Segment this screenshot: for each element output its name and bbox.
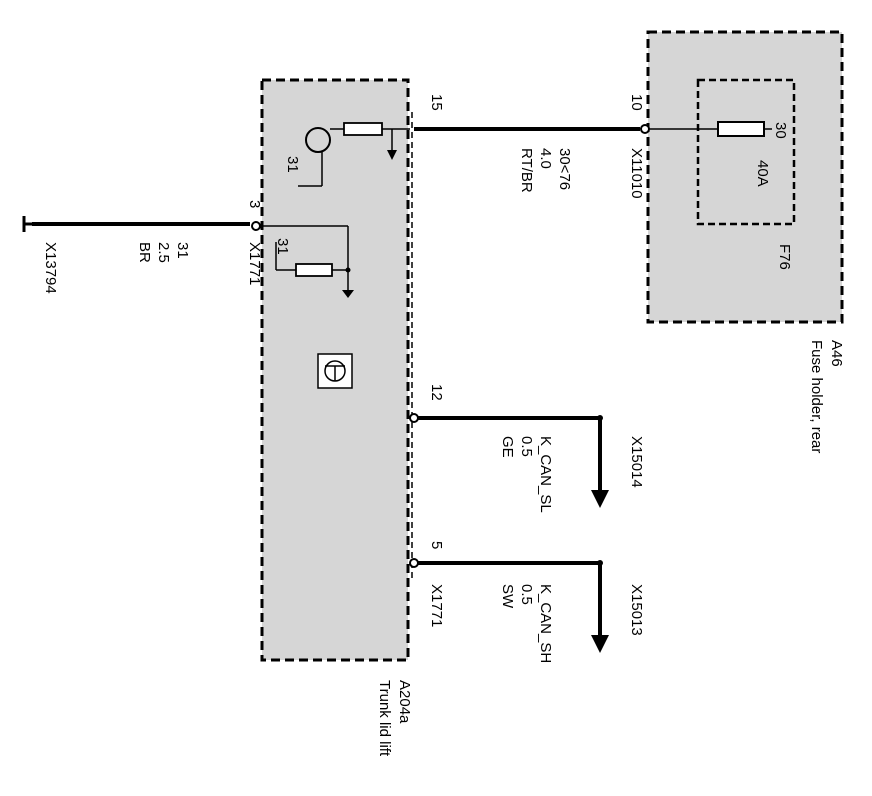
- power-size-label: 4.0: [537, 148, 554, 169]
- fuse-holder-name-label: Fuse holder, rear: [808, 340, 825, 453]
- pin-10-label: 10: [628, 94, 645, 111]
- internal-ground-31-a: 31: [284, 156, 301, 173]
- fuse-rating-label: 40A: [754, 160, 771, 187]
- connector-x1771-pin3[interactable]: [251, 221, 261, 231]
- ground-signal-label: 31: [174, 242, 191, 259]
- can-high-arrow: [591, 635, 609, 653]
- can-low-size-label: 0.5: [518, 436, 535, 457]
- trunk-module-code-label: A204a: [396, 680, 413, 724]
- can-high-signal-label: K_CAN_SH: [537, 584, 554, 663]
- internal-resistor-1: [343, 122, 383, 136]
- pin-3-label: 3: [246, 200, 263, 208]
- transistor-symbol: [305, 127, 331, 153]
- fuse-f76-box[interactable]: [696, 78, 796, 226]
- can-low-signal-label: K_CAN_SL: [537, 436, 554, 513]
- can-high-size-label: 0.5: [518, 584, 535, 605]
- connector-x1771-top-label: X1771: [246, 242, 263, 285]
- can-low-color-label: GE: [499, 436, 516, 458]
- power-color-label: RT/BR: [518, 148, 535, 193]
- trunk-module-name-label: Trunk lid lift: [376, 680, 393, 757]
- fuse-terminal-label: 30: [772, 122, 789, 139]
- ground-color-label: BR: [136, 242, 153, 263]
- can-high-color-label: SW: [499, 584, 516, 609]
- fuse-holder-box[interactable]: [646, 30, 844, 324]
- pin-5-label: 5: [428, 541, 445, 549]
- connector-pin5[interactable]: [409, 558, 419, 568]
- can-low-arrow: [591, 490, 609, 508]
- ground-size-label: 2.5: [155, 242, 172, 263]
- internal-arrow-head: [387, 150, 397, 160]
- fuse-holder-code-label: A46: [828, 340, 845, 367]
- connector-x1771-bottom-label: X1771: [428, 584, 445, 627]
- fuse-id-label: F76: [776, 244, 793, 270]
- junction-dot: [345, 267, 351, 273]
- connector-x11010-pin[interactable]: [640, 124, 650, 134]
- connector-x13794-label: X13794: [42, 242, 59, 294]
- trunk-lid-module-box[interactable]: [260, 78, 410, 662]
- connector-pin12[interactable]: [409, 413, 419, 423]
- connector-x15013-label: X15013: [628, 584, 645, 636]
- connector-x11010-label: X11010: [628, 148, 645, 199]
- power-signal-label: 30<76: [556, 148, 573, 190]
- internal-resistor-2: [295, 263, 333, 277]
- internal-ground-arrow: [342, 290, 354, 298]
- internal-ground-31-b: 31: [274, 238, 291, 255]
- pin-15-label: 15: [428, 94, 445, 111]
- fuse-symbol[interactable]: [717, 121, 765, 137]
- pin-12-label: 12: [428, 384, 445, 401]
- connector-x15014-label: X15014: [628, 436, 645, 488]
